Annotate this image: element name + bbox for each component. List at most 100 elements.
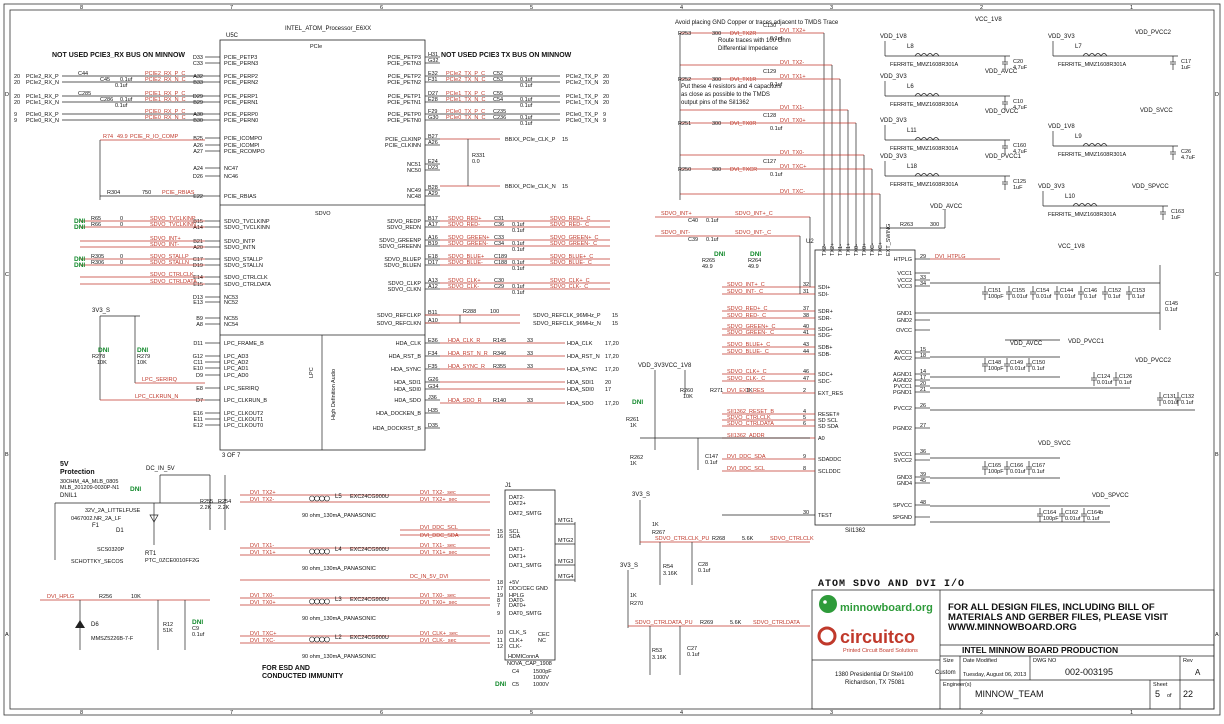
u2-pin-name: SDADDC [818,457,841,463]
rx-page-ref: 20 [14,74,20,80]
sdvo-cap-value: 0.1uf [512,260,525,266]
u2-pin-name: GND3 [897,475,912,481]
rx-cap-value: 0.1uf [115,83,128,89]
u5-pin-number: G26 [428,377,438,383]
u5-pin-name: SDVO_BLUEP [384,257,421,263]
u5-pin-number: E24 [428,159,438,165]
sdvo-right-out: SDVO_BLUE-_C [550,260,592,266]
vcc-1v8-top: VCC_1V8 [975,17,1002,23]
u2-top-pins: TX2-TX2+TX1-TX1+TX0-TX0+TXC-TXC+EXT_SWIN… [822,224,892,256]
decap-ref: C149 [1010,360,1023,366]
u2-pin-name: HTPLG [894,257,912,263]
border-row-left: B [5,452,9,458]
dvi-tx-net: DVI_TX2+ [780,28,806,34]
dvi-tx-res-net: DVI_TX2R [730,31,756,37]
ferrite-part: FERRITE_MMZ1608R301A [890,62,958,68]
sdvo-cap-value: 0.1uf [512,290,525,296]
u5-pin-name: NC51 [407,162,421,168]
u2-pin-name: EXT_RES [818,391,843,397]
net-sdvo-int-n: SDVO_INT- [661,230,690,236]
u2-pin-name: AGND2 [893,378,912,384]
hda-net: HDA_SDO_R [448,398,482,404]
circuitco-ring-icon [817,626,837,646]
u2-pin-number: 43 [803,342,809,348]
sheet-of: of [1167,693,1172,699]
u5-pin-name: HDA_DOCKRST_B [373,426,422,432]
u5-pin-name: SDVO_TVCLKINP [224,219,270,225]
engineer-value: MINNOW_TEAM [975,689,1044,699]
u2-pin-number: 26 [920,403,926,409]
j1-pin-number: 11 [497,638,503,644]
r54-value: 3.16K [663,571,678,577]
rx-signal: PCIE1_RX_P_C [145,91,185,97]
dvi-tx-cap-value: 0.1uf [770,36,783,42]
ferrite-bead-icon [914,137,940,141]
decap-ref: C150 [1032,360,1045,366]
u2-left-net: DVI_DDC_SCL [727,466,765,472]
dni-prot: DNI [130,486,141,493]
ovcc-top: VDD_OVCC [985,109,1019,115]
decap-ref: C124 [1097,374,1110,380]
size-value: Custom [935,670,956,676]
j1-pin-name: DAT0_SMTG [509,611,542,617]
border-row-left: D [5,92,9,98]
net-ctrldata: SDVO_CTRLDATA [753,620,800,626]
r279-value: 10K [137,360,147,366]
j1-pin-name: DAT2+ [509,501,526,507]
dni-r278: DNI [98,347,109,354]
choke-net-in-2: DVI_TX1+ [250,550,276,556]
u2-left-net: SDVO_BLUE+_C [727,342,770,348]
u2-left-net: SDVO_GREEN-_C [727,330,774,336]
choke-ref: L5 [335,494,342,500]
ferrite-supply: VDD_1V8 [1048,124,1075,130]
rx-cap-value: 0.1uf [115,103,128,109]
u5-pin-number: A16 [428,235,438,241]
decap-value: 0.1uf [1087,516,1100,522]
c27-value: 0.1uf [687,652,700,658]
ferrite-ref: L8 [907,44,914,50]
u5-pin-number: E16 [193,411,203,417]
r256-label: R256 [99,594,112,600]
vcc-1v8-label: VCC_1V8 [1058,244,1085,250]
j1-pin-name: DAT0- [509,598,525,604]
sdvo-left-net: SDVO_STALLP [150,254,189,260]
u2-pin-name: SVCC2 [894,458,912,464]
decap-ref: C165 [988,463,1001,469]
u5-pin-number: F31 [428,77,437,83]
u5-pin-name: SDVO_CTRLDATA [224,282,271,288]
circuitco-logo: circuitco Printed Circuit Board Solution… [817,626,918,654]
sdvo-right-out: SDVO_RED-_C [550,222,589,228]
u5-pin-number: F35 [428,364,437,370]
u5-pin-name: NC50 [407,168,421,174]
u5-pin-number: B30 [193,118,203,124]
rx-cap-ref: C286 [100,97,113,103]
logo-circuitco-sub: Printed Circuit Board Solutions [843,648,918,654]
r263-value: 300 [930,222,939,228]
u5-pin-name: PCIE_PETN0 [387,118,421,124]
spvcc-top: VDD_SPVCC [1132,184,1169,190]
u2-pin-number: 47 [803,376,809,382]
border-col-top: 5 [530,5,533,11]
u5-pin-name: LPC_AD1 [224,366,248,372]
ferrite-supply: VDD_3V3 [880,118,907,124]
j1-part: HDMIConnA [508,654,539,660]
u2-pin-name: SDI+ [818,285,830,291]
u5-pin-name: SDVO_STALLP [224,257,263,263]
decap-ref: C164b [1087,510,1103,516]
c145-value: 0.1uf [1165,307,1178,313]
u5-pin-name: NC47 [224,166,238,172]
r74-label: R74 [103,134,113,140]
j1-pin-name: DDC/CEC GND [509,586,548,592]
u5-pin-number: B11 [428,310,437,316]
j1-pin-name: CLK_S [509,630,527,636]
dni-label: DNI [74,218,85,225]
u2-pin-name: SDR- [818,316,832,322]
dvi-tx-res-net: DVI_TXCR [730,167,757,173]
u2-pin-number: 4 [803,409,806,415]
u2-pin-name: TEST [818,513,833,519]
ferrite-part: FERRITE_MMZ1608R301A [1058,152,1126,158]
u2-pin-number: 44 [803,349,809,355]
